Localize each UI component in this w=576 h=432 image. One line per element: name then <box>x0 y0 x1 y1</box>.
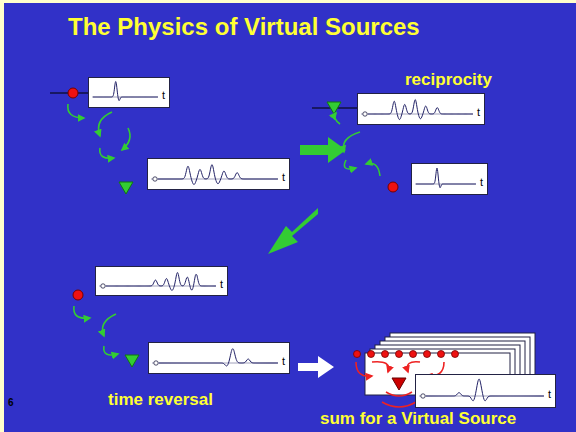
axis-label: t <box>546 389 555 400</box>
trace-panel: t <box>411 163 488 195</box>
waveform <box>426 379 544 401</box>
step-arrow <box>298 356 334 378</box>
ray-paths <box>74 306 118 355</box>
waveform <box>368 100 473 120</box>
seismic-trace <box>149 343 291 375</box>
seismic-trace <box>358 94 486 126</box>
origin-mark <box>153 177 157 181</box>
axis-label: t <box>280 356 289 367</box>
slide-border <box>0 0 4 432</box>
source-dot <box>388 182 398 192</box>
ray-paths <box>68 104 130 158</box>
trace-panel: t <box>415 374 556 408</box>
axis-label: t <box>280 172 289 183</box>
origin-mark <box>421 394 425 398</box>
origin-mark <box>101 284 105 288</box>
step-arrow <box>300 137 346 163</box>
trace-panel: t <box>147 158 290 190</box>
slide-number: 6 <box>8 397 14 408</box>
source-dot <box>68 88 78 98</box>
seismic-trace <box>416 375 557 409</box>
trace-panel: t <box>357 93 485 125</box>
origin-mark <box>154 361 158 365</box>
axis-label: t <box>218 279 227 290</box>
step-label: time reversal <box>108 391 213 410</box>
slide-title: The Physics of Virtual Sources <box>68 14 420 40</box>
slide-border <box>0 0 576 3</box>
waveform <box>93 82 158 101</box>
waveform <box>106 273 216 291</box>
step-label: sum for a Virtual Source <box>320 410 516 429</box>
source-dot <box>73 290 83 300</box>
seismic-trace <box>96 267 229 297</box>
axis-label: t <box>478 177 487 188</box>
trace-panel: t <box>88 77 170 108</box>
origin-mark <box>363 112 367 116</box>
virtual-source-triangle <box>392 378 406 390</box>
receiver-triangle <box>125 355 139 367</box>
waveform <box>159 349 278 366</box>
receiver-triangle <box>327 102 341 114</box>
source-row <box>354 351 459 358</box>
seismic-trace <box>148 159 291 191</box>
axis-label: t <box>475 107 484 118</box>
waveform <box>416 168 476 188</box>
step-label: reciprocity <box>405 71 492 90</box>
seismic-trace <box>89 78 171 109</box>
trace-panel: t <box>148 342 290 374</box>
step-arrow <box>268 208 318 254</box>
waveform <box>158 165 278 185</box>
axis-label: t <box>160 90 169 101</box>
receiver-triangle <box>119 182 133 194</box>
trace-panel: t <box>95 266 228 296</box>
